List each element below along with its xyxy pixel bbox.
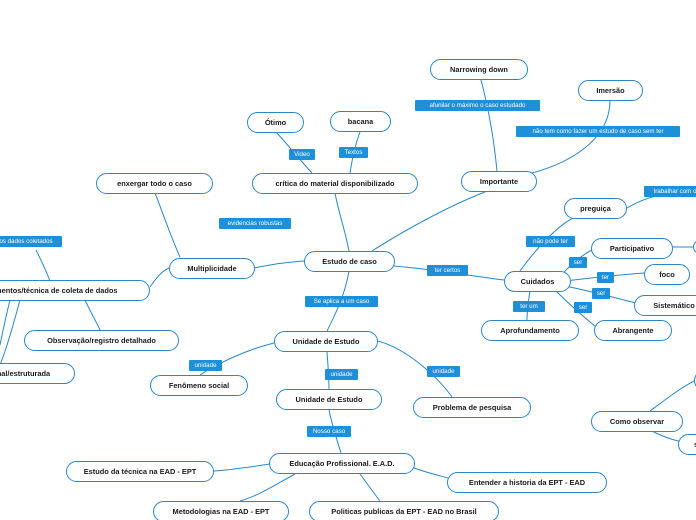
edge-educacao-tecnica: [213, 463, 271, 472]
node-imersao[interactable]: Imersão: [578, 80, 643, 101]
label-unidade-problema: unidade: [427, 366, 460, 377]
label-dados-coletados: os dados coletados: [0, 236, 62, 247]
edge-importante-imersao: [519, 99, 611, 177]
edge-multiplicidade-instrumentos: [149, 267, 170, 288]
label-ser-sistematico: ser: [592, 288, 610, 299]
node-bacana[interactable]: bacana: [330, 111, 391, 132]
node-foco[interactable]: foco: [644, 264, 690, 285]
node-abrangente[interactable]: Abrangente: [594, 320, 672, 341]
edge-educacao-politicas: [359, 473, 381, 502]
node-critica-material[interactable]: crítica do material disponibilizado: [252, 173, 418, 194]
label-ter-um: ter um: [513, 301, 545, 312]
label-nao-tem: não tem como fazer um estudo de caso sem…: [516, 126, 680, 137]
edge-center-importante: [371, 189, 491, 252]
label-ter-foco: ter: [597, 272, 614, 283]
label-ter-certos: ter certos: [427, 265, 468, 276]
node-observacao[interactable]: Observação/registro detalhado: [24, 330, 179, 351]
edge-multiplicidade-enxergar: [154, 192, 181, 258]
label-afunilar: afunilar o máximo o caso estudado: [415, 100, 540, 111]
edge-center-multiplicidade: [253, 260, 305, 269]
edge-center-critica: [334, 192, 350, 252]
node-cuidados[interactable]: Cuidados: [504, 271, 571, 292]
edge-instrumentos-observacao: [84, 299, 101, 331]
node-tecnica-ead[interactable]: Estudo da técnica na EAD - EPT: [66, 461, 214, 482]
node-instrumentos[interactable]: Instrumentos/técnica de coleta de dados: [0, 280, 150, 301]
label-ser-participativo: ser: [569, 257, 587, 268]
edge-instrumentos-estruturada: [0, 299, 21, 366]
node-sistematico[interactable]: Sistemático: [634, 295, 696, 316]
edge-unidade-problema: [377, 340, 453, 398]
label-video: Video: [289, 149, 315, 160]
node-importante[interactable]: Importante: [461, 171, 537, 192]
node-otimo[interactable]: Ótimo: [247, 112, 304, 133]
node-participativo[interactable]: Participativo: [591, 238, 673, 259]
node-preguica[interactable]: preguiça: [564, 198, 627, 219]
label-nao-pode-ter: não pode ter: [526, 236, 575, 247]
node-como-observar[interactable]: Como observar: [591, 411, 683, 432]
label-unidade-fenomeno: unidade: [189, 360, 222, 371]
node-educacao-profissional[interactable]: Educação Profissional. E.A.D.: [269, 453, 415, 474]
node-politicas-publicas[interactable]: Politicas publicas da EPT - EAD no Brasi…: [309, 501, 499, 520]
edge-instrumentos-dados: [35, 249, 51, 282]
node-multiplicidade[interactable]: Multiplicidade: [169, 258, 255, 279]
node-narrowing-down[interactable]: Narrowing down: [430, 59, 528, 80]
node-fenomeno-social[interactable]: Fenômeno social: [150, 375, 248, 396]
edge-unidade-fenomeno: [199, 342, 275, 376]
label-nosso-caso: Nosso caso: [307, 426, 351, 437]
node-estudo-de-caso[interactable]: Estudo de caso: [304, 251, 395, 272]
label-unidade-unidade2: unidade: [325, 369, 358, 380]
label-trabalhar: trabalhar com o: [644, 186, 696, 197]
label-textos: Textos: [339, 147, 368, 158]
label-evidencias: evidencias robustas: [219, 218, 291, 229]
node-unidade-estudo[interactable]: Unidade de Estudo: [274, 331, 378, 352]
node-estruturada[interactable]: formal/estruturada: [0, 363, 75, 384]
edge-educacao-metodologias: [239, 473, 296, 502]
node-enxergar-todo[interactable]: enxergar todo o caso: [96, 173, 213, 194]
label-ser-abrangente: ser: [574, 302, 592, 313]
node-aprofundamento[interactable]: Aprofundamento: [481, 320, 579, 341]
edge-educacao-historia: [413, 467, 449, 479]
edge-importante-narrowing: [480, 79, 498, 172]
node-partial-right[interactable]: s: [678, 434, 696, 455]
label-se-aplica: Se aplica a um caso: [305, 296, 378, 307]
node-problema-pesquisa[interactable]: Problema de pesquisa: [413, 397, 531, 418]
edge-comoobservar-up: [649, 379, 696, 412]
node-unidade-estudo-2[interactable]: Unidade de Estudo: [276, 389, 382, 410]
node-metodologias[interactable]: Metodologias na EAD - EPT: [153, 501, 289, 520]
edge-instrumentos-down: [0, 299, 11, 346]
node-historia-ept[interactable]: Entender a historia da EPT - EAD: [447, 472, 607, 493]
